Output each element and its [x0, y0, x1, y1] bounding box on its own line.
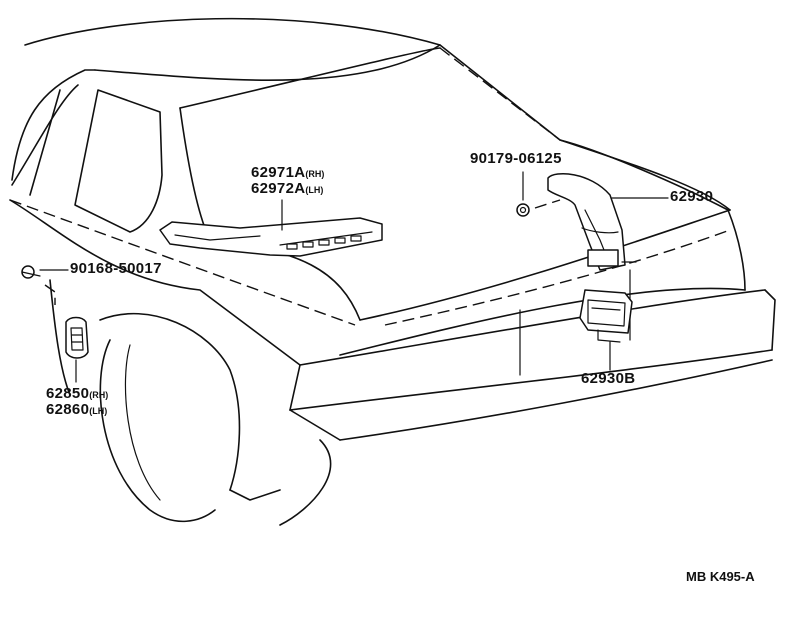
part-number: 90179-06125 [470, 150, 562, 167]
part-suffix: (RH) [305, 169, 325, 179]
lamp-lens-62930b [579, 289, 633, 371]
label-90179-06125: 90179-06125 [470, 150, 562, 168]
label-90168-50017: 90168-50017 [70, 260, 162, 278]
part-number: 62930 [670, 188, 714, 205]
part-number: 62971A [251, 164, 306, 181]
side-marker-lamp [65, 316, 89, 383]
nut-90179 [516, 171, 561, 217]
high-mount-stop-lamp [159, 199, 383, 257]
label-62971a: 62971A(RH) [251, 164, 324, 182]
lamp-slots [286, 235, 362, 250]
part-number: 90168-50017 [70, 260, 162, 277]
label-62930: 62930 [670, 188, 713, 206]
part-suffix: (LH) [305, 185, 324, 195]
reference-code: MB K495-A [686, 569, 755, 584]
part-number: 62860 [46, 401, 90, 418]
label-62972a: 62972A(LH) [251, 180, 323, 198]
rear-lamp-housing-62930 [547, 172, 669, 341]
part-number: 62850 [46, 385, 90, 402]
part-suffix: (LH) [89, 406, 108, 416]
label-62850: 62850(RH) [46, 385, 108, 403]
part-number: 62972A [251, 180, 306, 197]
label-62930b: 62930B [581, 370, 635, 388]
label-62860: 62860(LH) [46, 401, 107, 419]
part-number: 62930B [581, 370, 636, 387]
screw-90168 [21, 265, 69, 305]
part-suffix: (RH) [89, 390, 109, 400]
